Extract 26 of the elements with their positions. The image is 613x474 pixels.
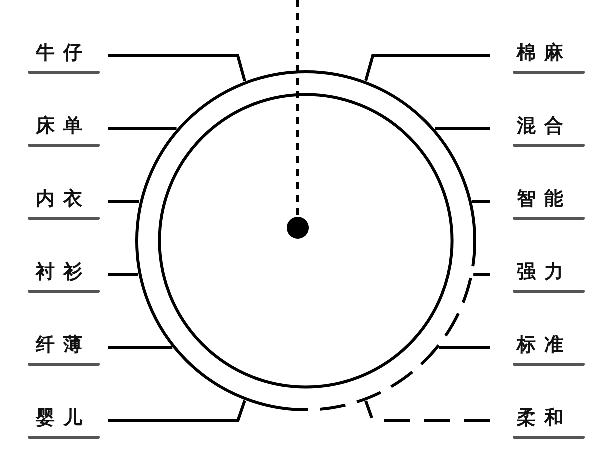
program-label: 智能 <box>490 184 585 220</box>
leader-line <box>108 400 246 422</box>
program-label: 纤薄 <box>28 330 108 366</box>
leader-line <box>108 128 177 130</box>
program-label: 婴儿 <box>28 403 108 439</box>
program-label: 牛仔 <box>28 38 108 74</box>
leader-line <box>108 274 138 276</box>
program-label: 柔和 <box>490 403 585 439</box>
leader-line <box>108 200 140 204</box>
program-label: 棉麻 <box>490 38 585 74</box>
leader-line <box>472 200 490 204</box>
program-label: 混合 <box>490 111 585 147</box>
leader-line <box>364 54 490 82</box>
program-label: 强力 <box>490 257 585 293</box>
leader-line <box>435 128 490 130</box>
leader-line <box>108 346 173 350</box>
program-label: 衬衫 <box>28 257 108 293</box>
leader-line <box>108 54 246 82</box>
leader-line <box>439 346 490 350</box>
dial-drawing <box>135 70 477 412</box>
leader-line <box>364 400 490 422</box>
center-dot <box>287 217 309 239</box>
program-label: 标准 <box>490 330 585 366</box>
program-label: 内衣 <box>28 184 108 220</box>
leader-line <box>474 274 490 276</box>
program-label: 床单 <box>28 111 108 147</box>
